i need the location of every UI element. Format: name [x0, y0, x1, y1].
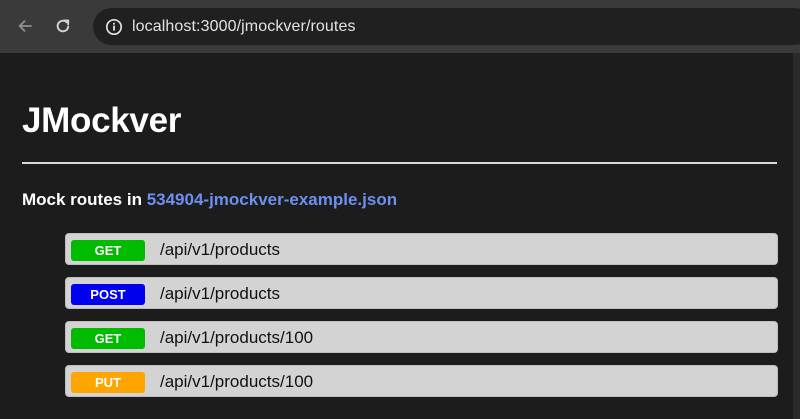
info-circle-icon[interactable]	[105, 18, 123, 36]
file-link[interactable]: 534904-jmockver-example.json	[146, 190, 398, 209]
back-button[interactable]	[10, 11, 40, 41]
divider	[22, 162, 777, 164]
method-badge: PUT	[71, 372, 145, 393]
route-path: /api/v1/products/100	[160, 328, 314, 347]
method-badge: POST	[71, 284, 145, 305]
reload-icon	[54, 17, 72, 35]
arrow-left-icon	[16, 17, 34, 35]
route-path: /api/v1/products/100	[160, 372, 314, 391]
address-bar[interactable]: localhost:3000/jmockver/routes	[93, 8, 800, 45]
route-item[interactable]: PUT /api/v1/products/100	[65, 365, 778, 397]
route-item[interactable]: GET /api/v1/products/100	[65, 321, 778, 353]
page-title: JMockver	[22, 101, 182, 140]
method-badge: GET	[71, 328, 145, 349]
url-text[interactable]: localhost:3000/jmockver/routes	[132, 17, 356, 35]
route-item[interactable]: GET /api/v1/products	[65, 233, 778, 265]
route-list: GET /api/v1/products POST /api/v1/produc…	[65, 233, 778, 409]
browser-toolbar: localhost:3000/jmockver/routes	[0, 0, 800, 53]
method-badge: GET	[71, 240, 145, 261]
page-content: JMockver Mock routes in 534904-jmockver-…	[0, 53, 793, 419]
route-path: /api/v1/products	[160, 240, 281, 259]
scrollbar[interactable]	[793, 53, 800, 419]
route-path: /api/v1/products	[160, 284, 281, 303]
subtitle-prefix: Mock routes in	[22, 190, 147, 209]
reload-button[interactable]	[48, 11, 78, 41]
routes-subtitle: Mock routes in 534904-jmockver-example.j…	[22, 190, 397, 210]
route-item[interactable]: POST /api/v1/products	[65, 277, 778, 309]
